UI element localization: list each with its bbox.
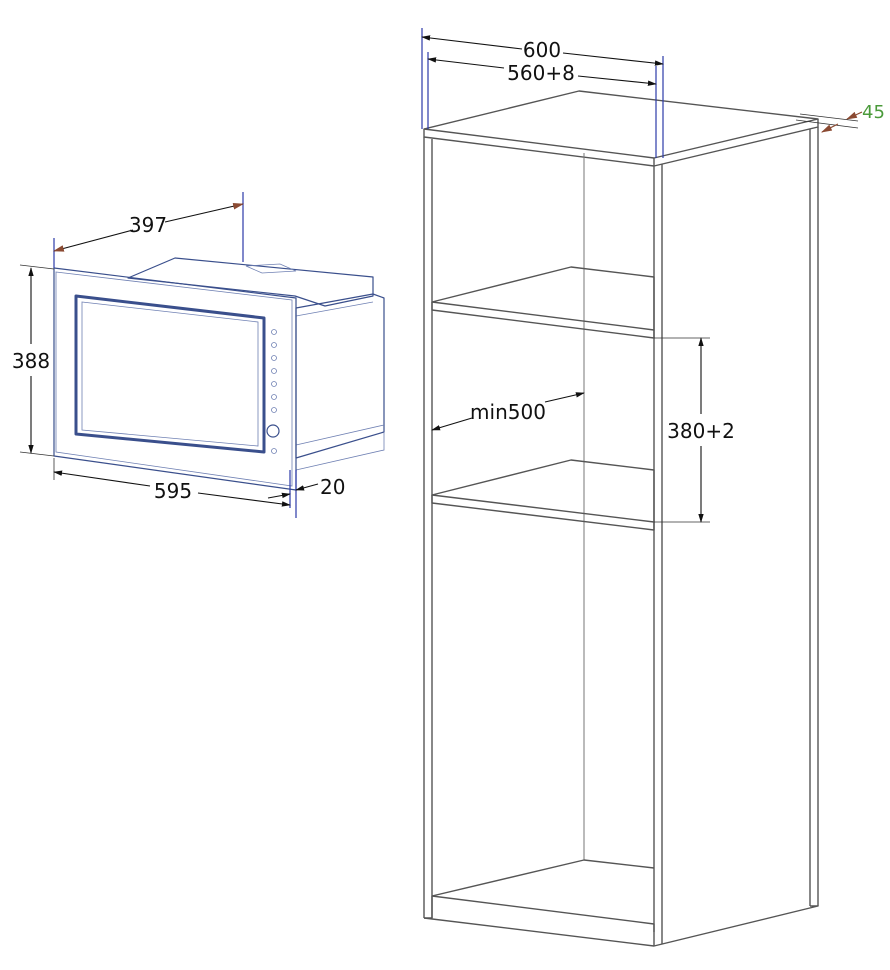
label-cabinet-inner-width: 560+8 [507,61,575,85]
dim-line [577,75,657,86]
oven-body-top [127,257,374,307]
oven-button [271,448,277,454]
oven-button [271,329,277,335]
oven-button [271,368,277,374]
label-cabinet-outer-width: 600 [523,38,561,62]
oven-button [271,407,277,413]
oven [53,257,385,491]
oven-side-line [295,301,374,317]
dim-line [846,111,863,120]
oven-dimensions: 397 388 595 20 [12,192,345,518]
cabinet-shelf-upper-edge [431,302,655,339]
cabinet-bottom-edge [423,905,819,947]
oven-button [271,342,277,348]
extension-line [19,451,55,457]
label-frame-thickness: 20 [320,475,345,499]
oven-control-panel [266,329,280,454]
dim-line [562,52,664,66]
oven-window-inner [81,301,259,447]
cabinet-bottom-panel-edge [431,895,655,932]
dim-line [421,35,523,50]
label-opening-height: 380+2 [667,419,735,443]
dim-line [53,470,151,487]
extension-line [799,113,859,122]
oven-vent [245,263,297,274]
dim-line [544,392,585,403]
oven-knob [266,424,280,438]
cabinet-shelf-upper [431,266,655,331]
oven-button [271,381,277,387]
label-oven-height: 388 [12,349,50,373]
label-oven-width: 595 [154,479,192,503]
oven-button [271,394,277,400]
oven-window [74,294,266,454]
oven-frame-inner [55,271,293,487]
oven-body-side [295,293,385,459]
cabinet-top-panel [423,90,819,159]
cabinet-shelf-lower-edge [431,495,655,531]
extension-line [19,264,55,270]
dim-line [267,492,291,499]
cabinet [423,90,819,947]
dim-line [164,203,245,223]
oven-bottom-edge [295,432,385,471]
dim-line [197,492,291,507]
oven-button [271,355,277,361]
dim-line [821,123,839,133]
label-min-depth: min500 [470,400,546,424]
extension-line [795,119,859,129]
cabinet-dimensions: 600 560+8 45 min500 380+2 [421,28,885,523]
dim-line [295,483,319,491]
dim-line [431,417,473,431]
cabinet-top-front-edge [423,119,819,167]
cabinet-shelf-lower [431,459,655,523]
oven-bottom-line [295,424,385,446]
label-oven-depth: 397 [129,213,167,237]
label-side-offset: 45 [862,102,885,123]
dim-line [427,57,505,69]
dim-line [52,229,134,252]
